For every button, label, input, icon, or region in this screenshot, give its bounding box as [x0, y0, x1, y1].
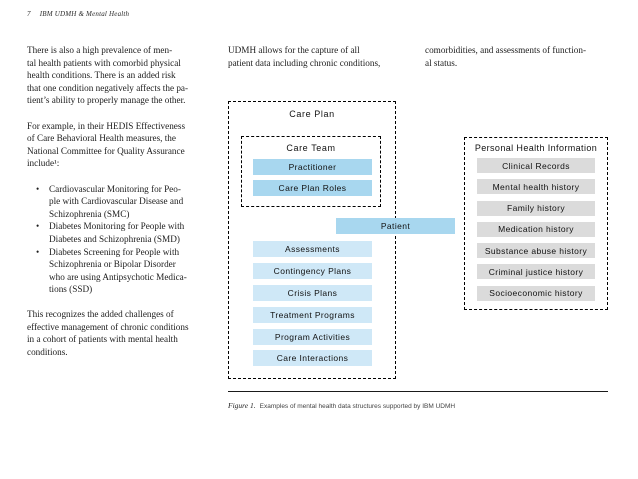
phi-item: Family history — [477, 200, 595, 216]
phi-item: Mental health history — [477, 179, 595, 195]
care-plan-item: Contingency Plans — [253, 262, 372, 279]
care-plan-item: Care Interactions — [253, 350, 372, 367]
paragraph-comorbidities: comorbidities, and assessments of functi… — [425, 45, 587, 68]
bullet-list: • Cardiovascular Monitoring for Peo- ple… — [27, 183, 225, 296]
care-plan-item: Assessments — [253, 241, 372, 257]
paragraph-comorbid: There is also a high prevalence of men- … — [27, 45, 189, 106]
care-team-item: Care Plan Roles — [253, 180, 372, 196]
middle-column: UDMH allows for the capture of all patie… — [228, 44, 426, 82]
care-team-title: Care Team — [286, 143, 336, 153]
bullet-text: Diabetes Monitoring for People with Diab… — [49, 221, 185, 244]
figure-caption-label: Figure 1. — [228, 401, 256, 410]
bullet-item: • Diabetes Monitoring for People with Di… — [27, 220, 225, 245]
bullet-marker: • — [36, 183, 40, 194]
paragraph-udmh-capture: UDMH allows for the capture of all patie… — [228, 45, 381, 68]
left-column: There is also a high prevalence of men- … — [27, 44, 225, 371]
bullet-text: Diabetes Screening for People with Schiz… — [49, 246, 187, 295]
page-header: 7 IBM UDMH & Mental Health — [27, 10, 129, 18]
caption-rule — [228, 391, 608, 392]
bullet-marker: • — [36, 221, 40, 232]
page-number: 7 — [27, 10, 31, 18]
care-plan-items: Assessments Contingency Plans Crisis Pla… — [253, 241, 372, 367]
phi-item: Socioeconomic history — [477, 285, 595, 301]
bullet-item: • Cardiovascular Monitoring for Peo- ple… — [27, 183, 225, 221]
care-team-item: Practitioner — [253, 159, 372, 175]
personal-health-information-box: Personal Health Information — [464, 137, 608, 310]
figure-caption: Figure 1.Examples of mental health data … — [228, 395, 455, 413]
care-team-items: Practitioner Care Plan Roles — [253, 159, 372, 196]
figure-caption-text: Examples of mental health data structure… — [259, 403, 456, 410]
personal-health-information-title: Personal Health Information — [474, 143, 598, 153]
phi-item: Clinical Records — [477, 158, 595, 173]
care-plan-item: Crisis Plans — [253, 284, 372, 301]
bullet-item: • Diabetes Screening for People with Sch… — [27, 246, 225, 296]
care-plan-box: Care Plan — [228, 101, 396, 379]
bullet-marker: • — [36, 246, 40, 257]
care-plan-title: Care Plan — [289, 109, 335, 119]
phi-item: Substance abuse history — [477, 243, 595, 259]
paragraph-recognizes: This recognizes the added challenges of … — [27, 309, 189, 357]
paragraph-hedis: For example, in their HEDIS Effectivenes… — [27, 120, 186, 169]
personal-health-information-items: Clinical Records Mental health history F… — [477, 158, 595, 301]
phi-item: Criminal justice history — [477, 264, 595, 280]
document-title: IBM UDMH & Mental Health — [39, 10, 130, 18]
care-team-box: Care Team — [241, 136, 381, 207]
care-plan-item: Treatment Programs — [253, 306, 372, 323]
right-column: comorbidities, and assessments of functi… — [425, 44, 635, 82]
care-plan-item: Program Activities — [253, 328, 372, 345]
patient-bar: Patient — [336, 218, 455, 234]
bullet-text: Cardiovascular Monitoring for Peo- ple w… — [49, 183, 184, 219]
phi-item: Medication history — [477, 221, 595, 237]
